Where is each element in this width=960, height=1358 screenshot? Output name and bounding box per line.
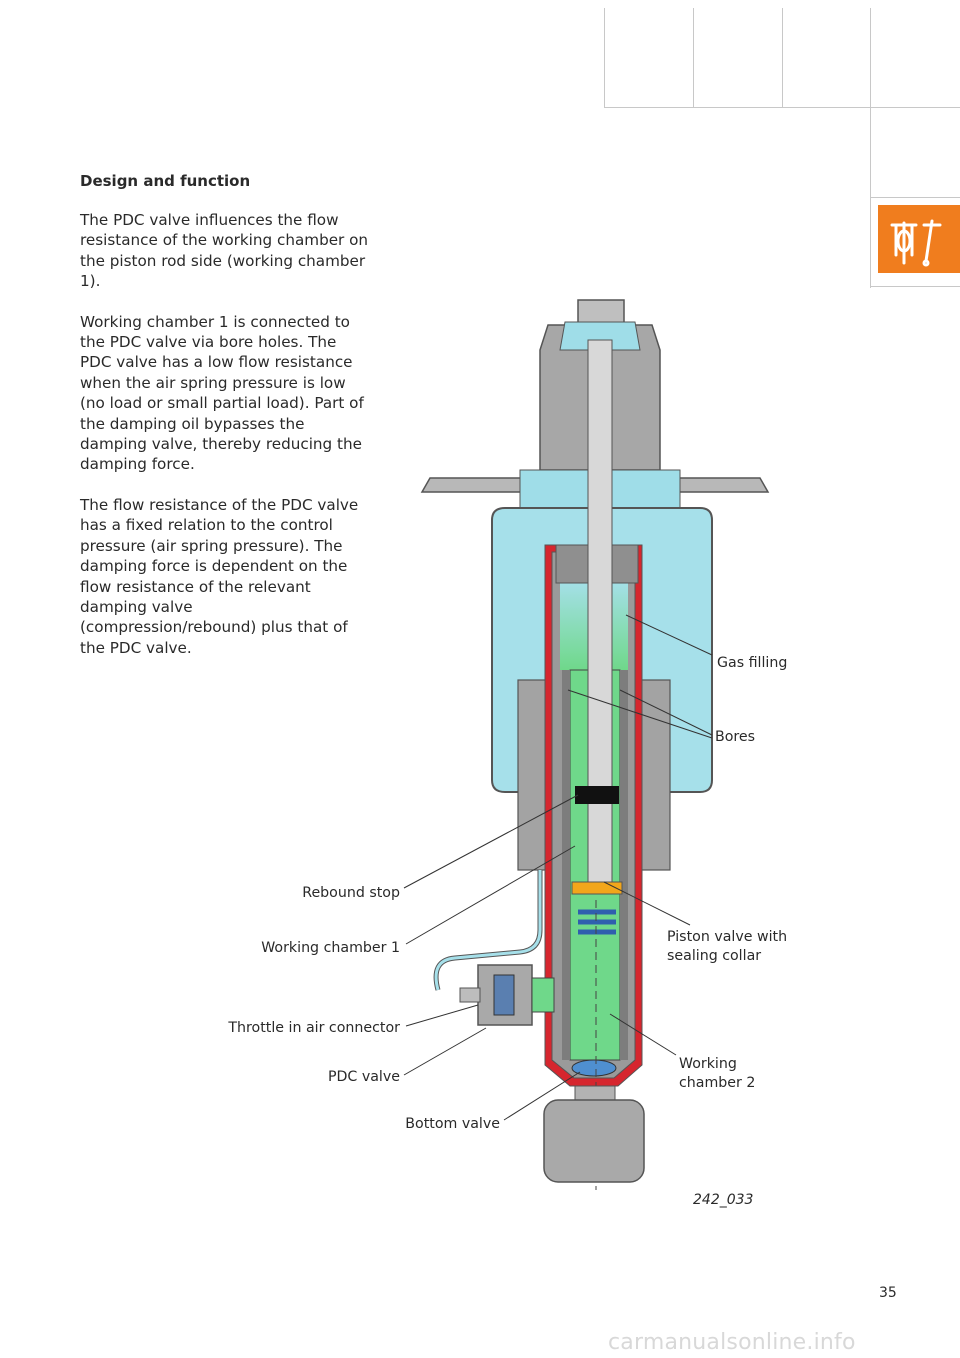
figure-id: 242_033 [693, 1192, 754, 1208]
grid-line [870, 197, 960, 198]
paragraph: The PDC valve influences the flow resist… [80, 211, 369, 291]
label-working-chamber-2-line2: chamber 2 [679, 1074, 756, 1091]
label-rebound-stop: Rebound stop [302, 885, 400, 901]
page-number: 35 [879, 1285, 897, 1301]
label-working-chamber-2: Working chamber 2 [679, 1055, 755, 1092]
tool-icon [890, 219, 942, 267]
pdc-oil-passage [531, 977, 555, 1013]
grid-line [870, 286, 960, 287]
label-piston-valve-line1: Piston valve with [667, 929, 788, 945]
label-piston-valve: Piston valve with sealing collar [667, 928, 787, 965]
label-working-chamber-2-line1: Working [679, 1056, 737, 1072]
air-spring-piston-right [639, 679, 671, 871]
label-throttle: Throttle in air connector [228, 1020, 400, 1036]
leader-lines [403, 614, 713, 1121]
air-connector [459, 987, 481, 1003]
piston-valve [571, 881, 623, 895]
label-bottom-valve: Bottom valve [405, 1116, 500, 1132]
lower-eye-bushing [543, 1099, 645, 1183]
watermark: carmanualsonline.info [608, 1330, 856, 1355]
air-line-fill [434, 870, 542, 991]
grid-line [604, 107, 960, 108]
grid-line [782, 8, 783, 108]
paragraph: Working chamber 1 is connected to the PD… [80, 312, 364, 474]
section-heading: Design and function [80, 172, 251, 190]
inner-wall-left [562, 670, 570, 1060]
body-text: The PDC valve influences the flow resist… [80, 210, 370, 678]
pdc-valve-core [493, 974, 515, 1016]
grid-line [693, 8, 694, 108]
grid-line [870, 8, 871, 288]
air-spring-piston-left [517, 679, 549, 871]
label-piston-valve-line2: sealing collar [667, 947, 762, 964]
label-working-chamber-1: Working chamber 1 [261, 940, 400, 956]
bottom-valve [571, 1059, 617, 1077]
top-mount-cushion [559, 321, 641, 351]
chapter-tab [878, 205, 960, 273]
label-gas-filling: Gas filling [717, 655, 788, 671]
piston-spring [578, 909, 616, 935]
inner-wall-right [620, 670, 628, 1060]
paragraph: The flow resistance of the PDC valve has… [80, 495, 359, 657]
label-pdc-valve: PDC valve [327, 1069, 400, 1085]
grid-line [604, 8, 605, 108]
label-bores: Bores [715, 729, 756, 745]
rebound-stop [575, 786, 619, 804]
